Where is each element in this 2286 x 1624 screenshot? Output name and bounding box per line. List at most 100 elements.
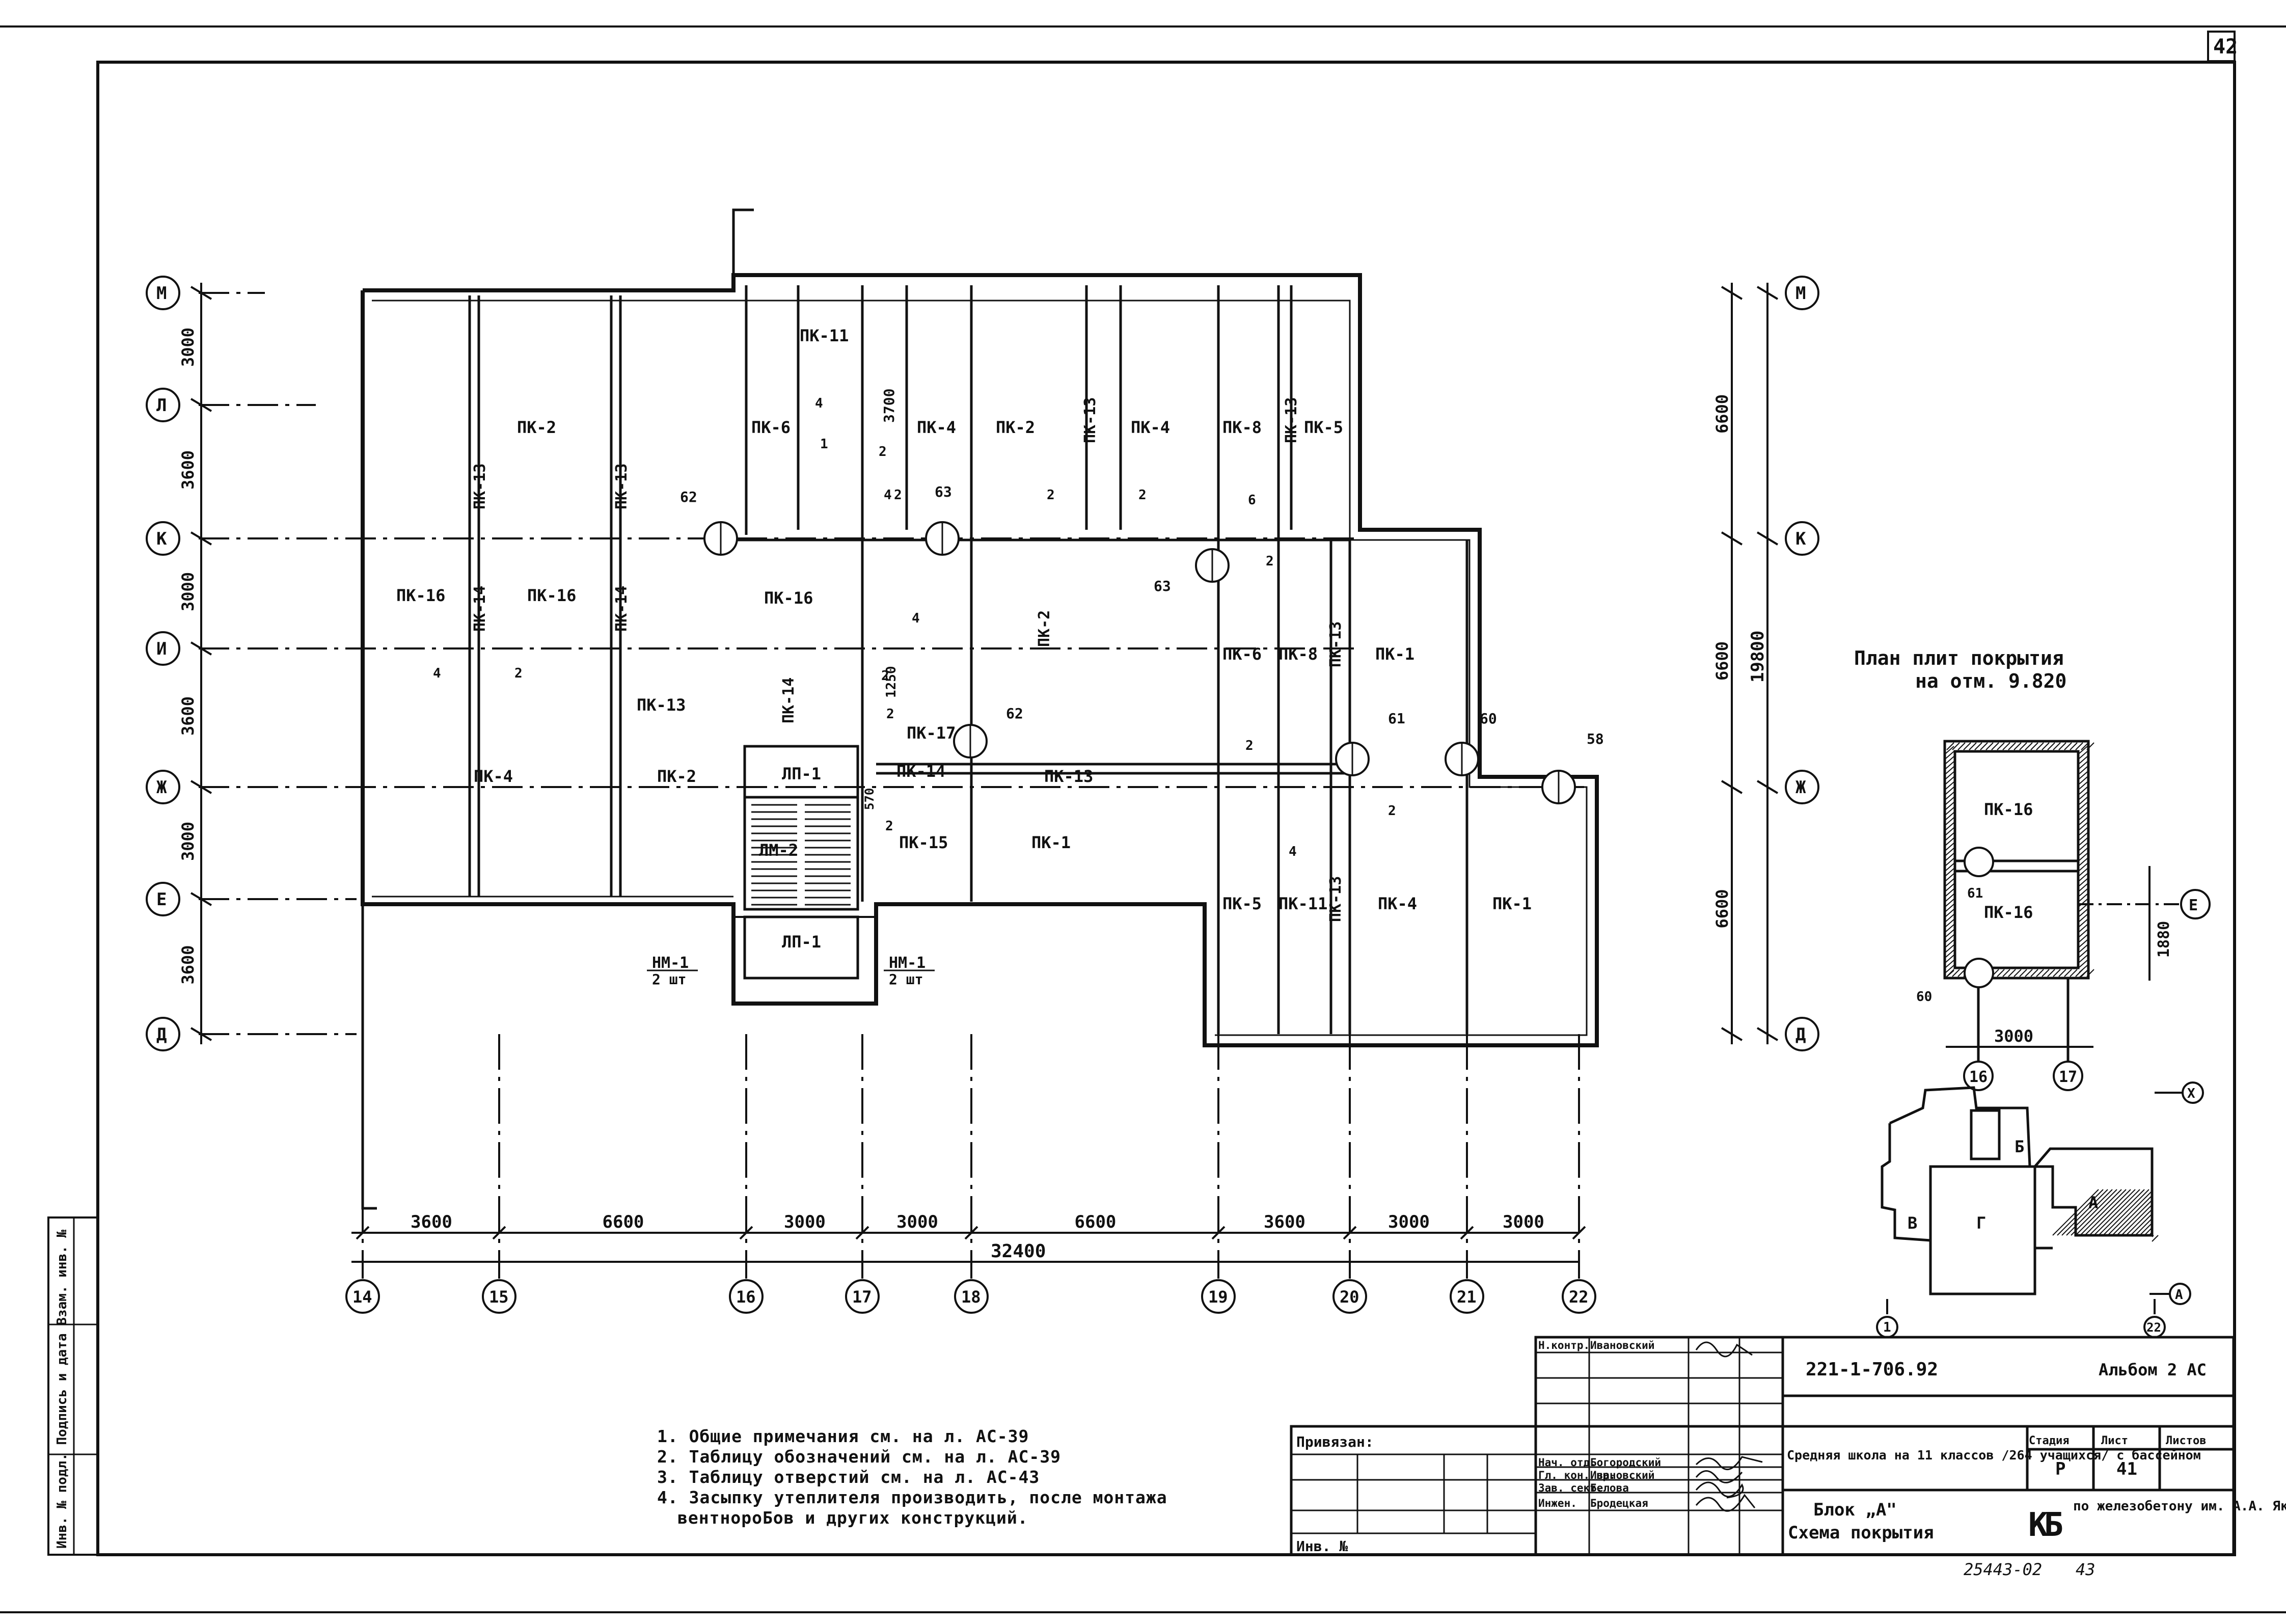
axis-number-bottom: 17 (852, 1287, 872, 1307)
axis-bubble-left (146, 276, 180, 310)
mark-number: 4 (884, 488, 892, 503)
local-dim: 570 (862, 788, 877, 810)
panel-label: ЛМ-2 (759, 841, 798, 860)
stairwell (743, 745, 859, 980)
panel-label: ПК-1 (1031, 833, 1071, 852)
inset-node-a (1964, 847, 1994, 877)
panel-label: ПК-2 (517, 418, 556, 437)
panel-label: ПК-1 (1492, 894, 1532, 913)
tb-privyazan: Привязан: (1296, 1433, 1374, 1450)
nm-label: НМ-1 (652, 954, 689, 972)
mark-number: 2 (885, 819, 893, 834)
axis-letter-left: И (156, 639, 167, 659)
tb-stage: Р (2055, 1459, 2065, 1479)
axis-number-bottom: 22 (1569, 1287, 1589, 1307)
inset-panel-top: ПК-16 (1984, 800, 2033, 819)
panel-label: ПК-16 (396, 586, 445, 605)
mark-number: 2 (1047, 488, 1055, 503)
axis-number-bottom: 14 (352, 1287, 372, 1307)
svg-text:22: 22 (2146, 1320, 2161, 1335)
tb-name-4: Белова (1590, 1482, 1629, 1494)
axis-bubble-left (146, 1017, 180, 1051)
mark-number: 2 (879, 444, 887, 459)
axis-bubble-left (146, 882, 180, 916)
tb-name-5: Бродецкая (1590, 1497, 1648, 1509)
inset-axis-left (1963, 1061, 1994, 1091)
axis-number-bottom: 20 (1340, 1287, 1359, 1307)
note-3: 3. Таблицу отверстий см. на л. АС-43 (657, 1467, 1040, 1487)
inset-plan (1943, 740, 2185, 1065)
node-number: 62 (680, 489, 697, 505)
mark-number: 4 (912, 611, 920, 626)
node-number: 58 (1587, 730, 1604, 747)
tb-stage-h: Стадия (2029, 1434, 2069, 1447)
svg-text:16: 16 (1969, 1068, 1988, 1086)
axis-bubble-bottom (1201, 1279, 1236, 1314)
axis-number-bottom: 18 (961, 1287, 981, 1307)
axis-letter-left: Л (156, 395, 167, 416)
note-5: вентнороБов и других конструкций. (677, 1508, 1028, 1528)
inset-hatch (1945, 742, 2094, 978)
axis-letter-left: Е (156, 889, 167, 910)
panel-label: ПК-14 (896, 762, 945, 781)
mark-number: 2 (514, 666, 523, 681)
bottom-dim-value: 3000 (784, 1212, 826, 1232)
bottom-dim-value: 3600 (411, 1212, 452, 1232)
sheet-corner-number: 42 (2213, 35, 2238, 59)
svg-text:А: А (2175, 1287, 2183, 1303)
inset-axis-right (2053, 1061, 2083, 1091)
bottom-dim-value: 6600 (603, 1212, 644, 1232)
mark-number: 2 (1266, 554, 1274, 569)
panel-label-vertical: ПК-13 (1327, 621, 1345, 667)
mark-number: 6 (1248, 493, 1256, 508)
mark-number: 4 (433, 666, 441, 681)
bottom-dim-value: 3000 (896, 1212, 938, 1232)
tb-project: Средняя школа на 11 классов /264 учащихс… (1787, 1448, 2201, 1463)
panel-label: ПК-4 (474, 767, 513, 786)
panel-label: ПК-8 (1222, 418, 1262, 437)
right-total-dim: 19800 (1748, 631, 1768, 683)
axis-letter-right: К (1795, 529, 1806, 549)
key-axis-a (2169, 1283, 2191, 1305)
left-dim-value: 3000 (178, 822, 198, 861)
axis-number-bottom: 15 (489, 1287, 509, 1307)
tb-sheet-title-1: Блок „А" (1813, 1500, 1897, 1520)
local-dim: 1250 (884, 666, 899, 698)
axis-bubble-bottom (1562, 1279, 1596, 1314)
axis-bubble-left (146, 388, 180, 422)
axis-letter-left: Ж (156, 777, 167, 798)
nm-qty: 2 шт (652, 971, 686, 988)
panel-label-vertical: ПК-13 (1283, 397, 1300, 443)
panel-label: ПК-4 (1131, 418, 1170, 437)
right-dim-value: 6600 (1712, 641, 1732, 681)
panel-label: ПК-6 (751, 418, 791, 437)
axis-bubble-left (146, 770, 180, 804)
node-number: 63 (1154, 578, 1171, 594)
stair-treads (751, 804, 851, 906)
left-axis-bubbles (146, 276, 180, 1051)
panel-label-vertical: ПК-13 (1081, 397, 1099, 443)
svg-text:17: 17 (2059, 1068, 2077, 1086)
axis-bubble-bottom (1332, 1279, 1367, 1314)
tb-album: Альбом 2 АС (2099, 1360, 2207, 1379)
tb-name-3: Ивановский (1590, 1469, 1654, 1481)
panel-label: ПК-6 (1222, 644, 1262, 664)
svg-text:Х: Х (2187, 1086, 2195, 1101)
mark-number: 4 (815, 396, 823, 411)
tb-role-2: Нач. отд. (1538, 1456, 1596, 1469)
key-block-g: Г (1976, 1213, 1986, 1233)
left-dim-value: 3000 (178, 572, 198, 611)
axis-letter-right: Ж (1795, 777, 1806, 798)
tb-role-1: Н.контр. (1538, 1339, 1590, 1351)
panel-label: ПК-1 (1375, 644, 1414, 664)
local-dim: 3700 (881, 389, 897, 423)
axis-letter-left: М (156, 283, 167, 304)
general-notes: 1. Общие примечания см. на л. АС-39 2. Т… (657, 1426, 1258, 1528)
mark-number: 2 (1245, 738, 1254, 753)
inset-title-2: на отм. 9.820 (1915, 670, 2066, 692)
bottom-dim-value: 3600 (1264, 1212, 1305, 1232)
tb-sheet-title-2: Схема покрытия (1788, 1523, 1934, 1543)
mark-number: 2 (894, 488, 902, 503)
node-number: 62 (1006, 705, 1023, 722)
panel-label: ПК-4 (917, 418, 956, 437)
